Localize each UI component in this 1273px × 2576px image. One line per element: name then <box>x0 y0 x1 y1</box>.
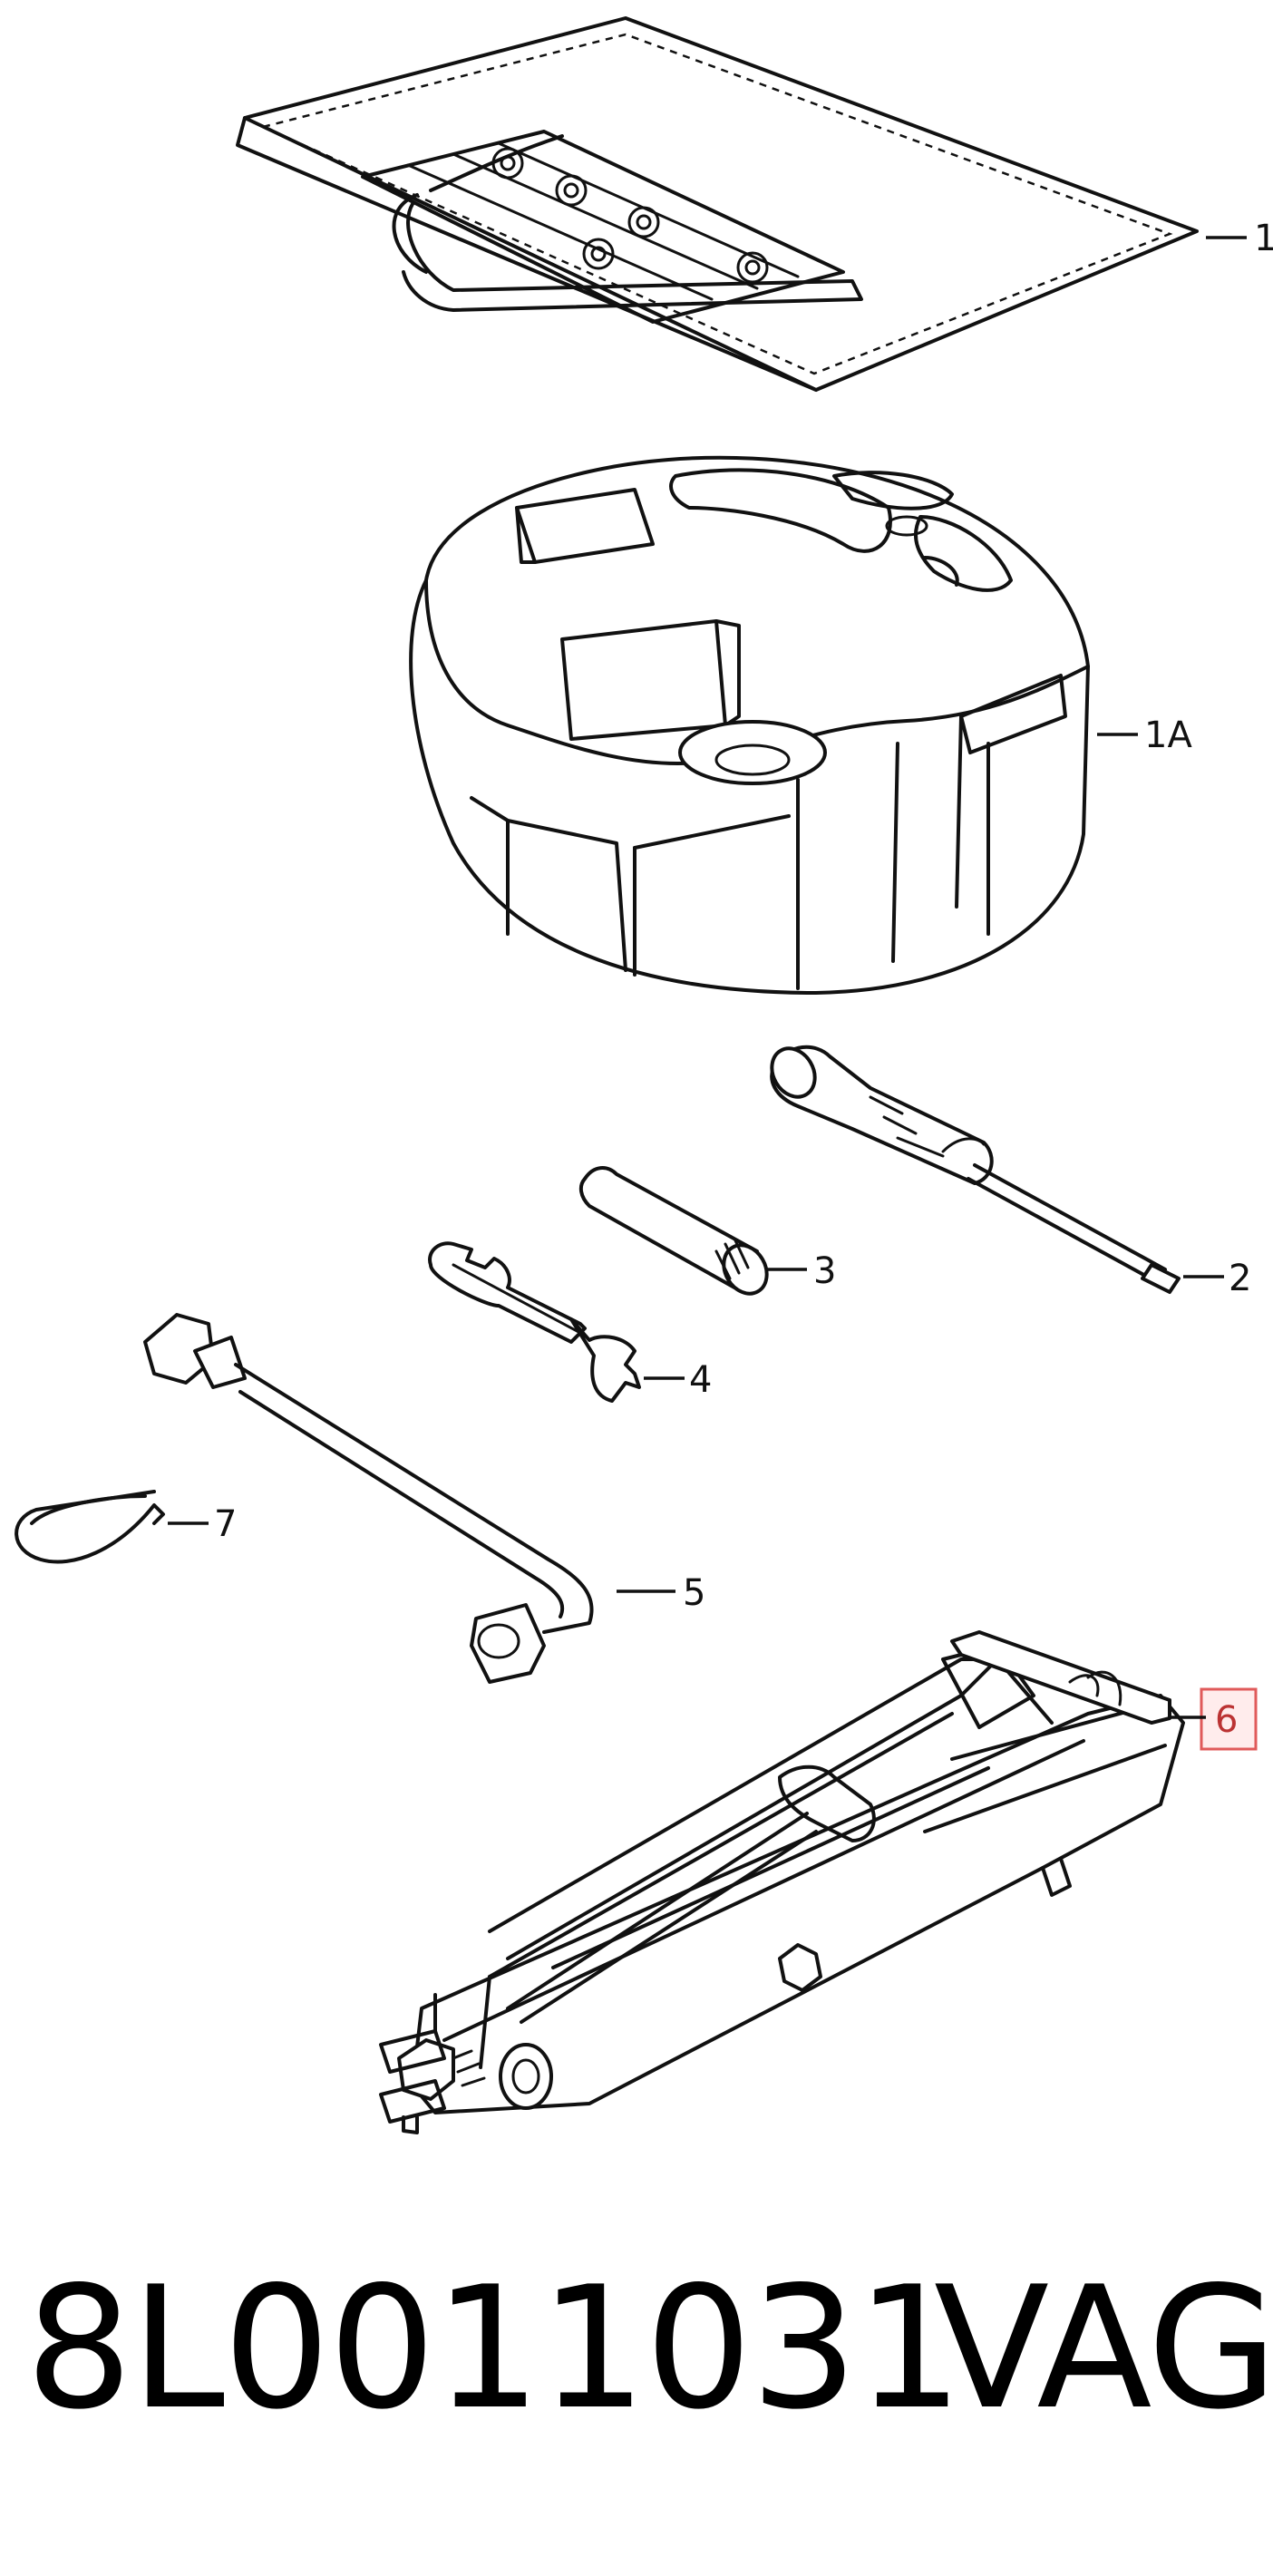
callout-3: 3 <box>813 1250 836 1292</box>
callout-2: 2 <box>1229 1258 1251 1299</box>
callout-7: 7 <box>214 1503 237 1545</box>
callout-6-highlight <box>1200 1687 1258 1751</box>
callout-4: 4 <box>689 1359 712 1401</box>
footer: 8L0011031 VAG <box>0 2240 1273 2457</box>
tool-bag <box>236 16 1199 392</box>
callout-1: 1 <box>1254 218 1273 259</box>
towing-eye <box>578 1166 769 1296</box>
wheel-brace <box>143 1313 594 1684</box>
screwdriver <box>770 1045 1181 1294</box>
jack <box>379 1630 1185 2134</box>
foam-tool-tray <box>409 455 1090 995</box>
wrench <box>428 1241 641 1403</box>
part-number: 8L0011031 <box>25 2250 963 2446</box>
callout-1a: 1A <box>1144 714 1192 756</box>
brand-name: VAG <box>934 2250 1273 2446</box>
wire-clip <box>15 1490 165 1564</box>
callout-5: 5 <box>683 1572 705 1614</box>
callout-6: 6 <box>1215 1699 1238 1741</box>
